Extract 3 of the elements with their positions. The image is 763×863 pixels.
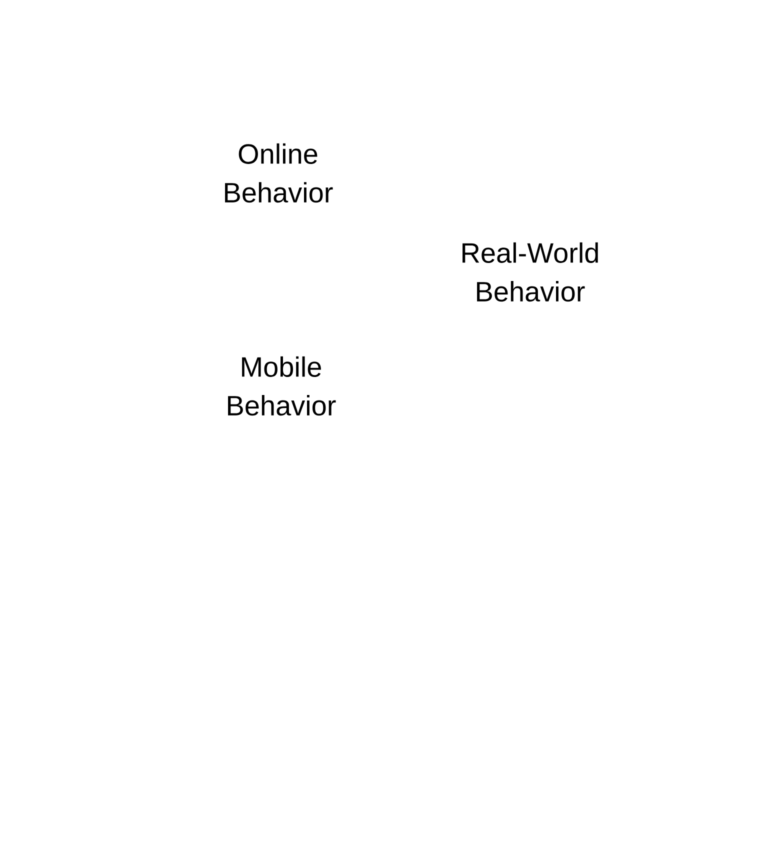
label-text: Real-World Behavior bbox=[462, 242, 598, 302]
label-text: Mobile Behavior bbox=[228, 356, 336, 416]
label-text: Online Behavior bbox=[225, 143, 333, 203]
